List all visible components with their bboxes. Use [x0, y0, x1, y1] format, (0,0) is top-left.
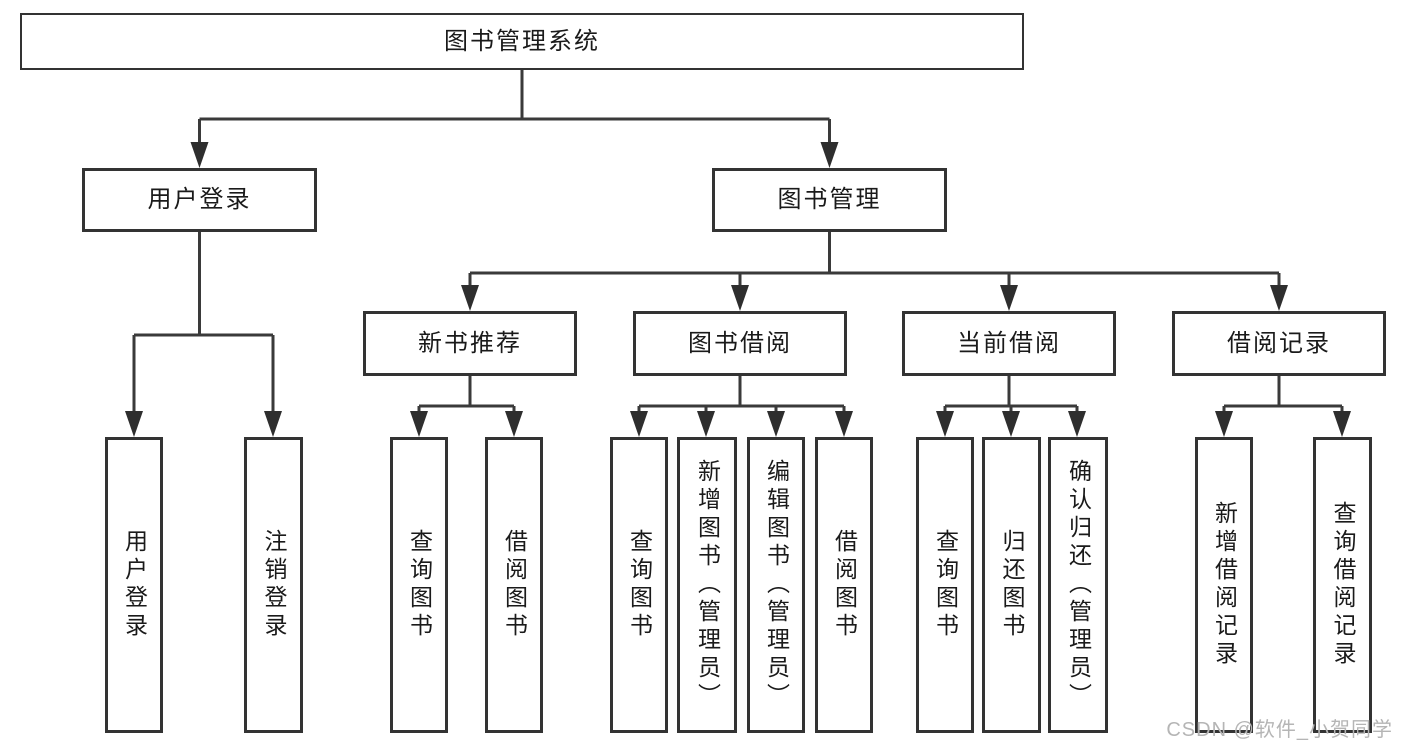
node-library-system: 图书管理系统 — [20, 13, 1024, 70]
leaf-label: 借阅图书 — [831, 529, 858, 641]
connector-line — [132, 232, 275, 413]
leaf-edit-books-admin: 编辑图书（管理员） — [747, 437, 805, 733]
leaf-return-books: 归还图书 — [982, 437, 1041, 733]
connector-line — [417, 376, 516, 413]
leaf-label: 查询借阅记录 — [1330, 501, 1356, 669]
arrowhead-leaf — [1215, 411, 1233, 437]
node-label: 图书管理系统 — [444, 27, 600, 55]
node-book-borrow: 图书借阅 — [633, 311, 847, 376]
arrowhead-current-borrow — [1000, 285, 1018, 311]
leaf-borrow-books-1: 借阅图书 — [485, 437, 543, 733]
arrowhead-leaf — [936, 411, 954, 437]
leaf-query-books-1: 查询图书 — [390, 437, 448, 733]
leaf-label: 查询图书 — [406, 529, 433, 641]
leaf-label: 借阅图书 — [501, 529, 528, 641]
connector-current-borrow-to-leaves — [936, 376, 1086, 437]
arrowhead-logout-leaf — [264, 411, 282, 437]
leaf-label: 新增借阅记录 — [1211, 501, 1238, 669]
leaf-logout: 注销登录 — [244, 437, 303, 733]
connector-new-books-to-leaves — [410, 376, 523, 437]
arrowhead-book-mgmt — [820, 142, 839, 168]
arrowhead-leaf — [1333, 411, 1351, 437]
leaf-label: 编辑图书（管理员） — [763, 459, 790, 711]
node-new-book-recommend: 新书推荐 — [363, 311, 577, 376]
node-label: 图书管理 — [777, 186, 882, 213]
arrowhead-book-borrow — [731, 285, 749, 311]
leaf-user-login: 用户登录 — [105, 437, 163, 733]
connector-book-borrow-to-leaves — [630, 376, 853, 437]
node-current-borrow: 当前借阅 — [902, 311, 1116, 376]
arrowhead-login-leaf — [125, 411, 143, 437]
arrowhead-leaf — [630, 411, 648, 437]
leaf-query-borrow-record: 查询借阅记录 — [1313, 437, 1372, 733]
leaf-label: 用户登录 — [121, 529, 148, 641]
connector-line — [637, 376, 846, 413]
leaf-confirm-return-admin: 确认归还（管理员） — [1048, 437, 1108, 733]
arrowhead-new-books — [461, 285, 479, 311]
node-label: 用户登录 — [147, 186, 252, 213]
leaf-query-books-2: 查询图书 — [610, 437, 668, 733]
arrowhead-leaf — [697, 411, 715, 437]
arrowhead-leaf — [1068, 411, 1086, 437]
arrowhead-leaf — [767, 411, 785, 437]
leaf-label: 确认归还（管理员） — [1065, 459, 1092, 711]
node-user-login: 用户登录 — [82, 168, 317, 232]
connector-line — [468, 232, 1281, 287]
leaf-label: 注销登录 — [261, 529, 287, 641]
node-label: 借阅记录 — [1227, 329, 1331, 357]
node-label: 当前借阅 — [957, 329, 1061, 357]
csdn-watermark: CSDN @软件_小贺同学 — [1166, 719, 1393, 741]
leaf-add-borrow-record: 新增借阅记录 — [1195, 437, 1253, 733]
leaf-borrow-books-2: 借阅图书 — [815, 437, 873, 733]
leaf-label: 新增图书（管理员） — [694, 459, 721, 711]
leaf-label: 查询图书 — [932, 529, 959, 641]
leaf-label: 归还图书 — [999, 529, 1025, 641]
arrowhead-leaf — [1002, 411, 1020, 437]
node-label: 新书推荐 — [418, 329, 522, 357]
arrowhead-user-login — [190, 142, 209, 168]
leaf-add-books-admin: 新增图书（管理员） — [677, 437, 737, 733]
node-book-management: 图书管理 — [712, 168, 947, 232]
arrowhead-leaf — [410, 411, 428, 437]
connector-line — [1222, 376, 1344, 413]
leaf-label: 查询图书 — [626, 529, 653, 641]
arrowhead-leaf — [835, 411, 853, 437]
node-label: 图书借阅 — [688, 329, 792, 357]
node-borrow-records: 借阅记录 — [1172, 311, 1386, 376]
leaf-query-books-3: 查询图书 — [916, 437, 974, 733]
connector-line — [943, 376, 1079, 413]
connector-borrow-records-to-leaves — [1215, 376, 1351, 437]
arrowhead-borrow-records — [1270, 285, 1288, 311]
connector-root-to-level2 — [190, 70, 839, 168]
arrowhead-leaf — [505, 411, 523, 437]
connector-line — [198, 70, 831, 144]
connector-book-mgmt-to-level3 — [461, 232, 1288, 311]
connector-user-login-to-leaves — [125, 232, 282, 437]
